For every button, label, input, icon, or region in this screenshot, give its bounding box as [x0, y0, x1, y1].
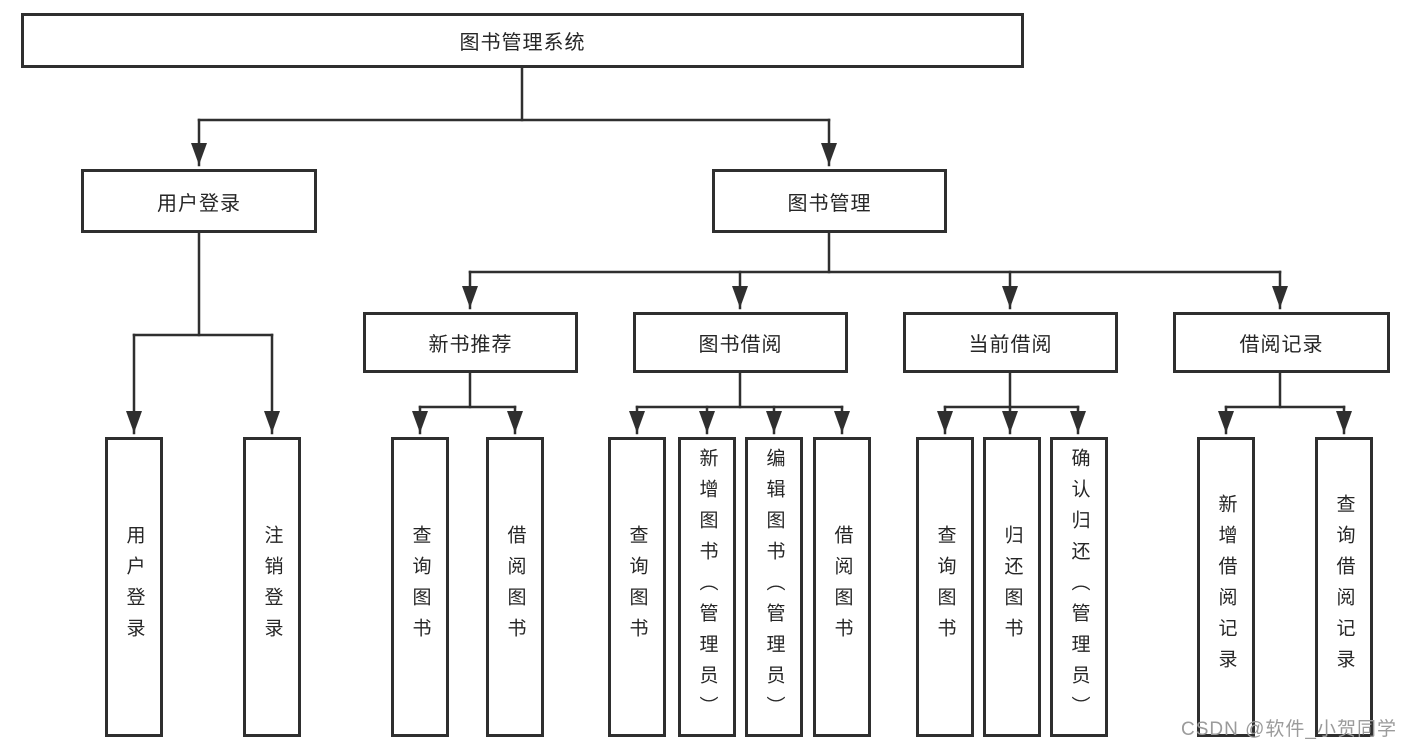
leaf-borrow-books-recommend: 借阅图书: [486, 437, 544, 737]
node-current-borrowing: 当前借阅: [903, 312, 1118, 373]
leaf-return-books-label: 归还图书: [1001, 525, 1023, 649]
leaf-confirm-return-admin-label: 确认归还（管理员）: [1068, 447, 1090, 727]
leaf-edit-books-admin: 编辑图书（管理员）: [745, 437, 803, 737]
node-new-book-recommendation: 新书推荐: [363, 312, 578, 373]
leaf-query-books-borrow: 查询图书: [608, 437, 666, 737]
leaf-borrow-books: 借阅图书: [813, 437, 871, 737]
csdn-watermark: CSDN @软件_小贺同学: [1181, 719, 1397, 740]
leaf-borrow-books-recommend-label: 借阅图书: [504, 525, 526, 649]
leaf-return-books: 归还图书: [983, 437, 1041, 737]
leaf-confirm-return-admin: 确认归还（管理员）: [1050, 437, 1108, 737]
leaf-query-books-current-label: 查询图书: [934, 525, 956, 649]
leaf-query-books-recommend-label: 查询图书: [409, 525, 431, 649]
leaf-query-books-current: 查询图书: [916, 437, 974, 737]
leaf-add-books-admin: 新增图书（管理员）: [678, 437, 736, 737]
node-book-management: 图书管理: [712, 169, 947, 233]
node-book-borrowing: 图书借阅: [633, 312, 848, 373]
node-user-login: 用户登录: [81, 169, 317, 233]
leaf-add-borrow-record-label: 新增借阅记录: [1215, 494, 1237, 680]
leaf-logout-login: 注销登录: [243, 437, 301, 737]
leaf-query-books-recommend: 查询图书: [391, 437, 449, 737]
node-borrowing-records: 借阅记录: [1173, 312, 1390, 373]
leaf-add-borrow-record: 新增借阅记录: [1197, 437, 1255, 737]
leaf-query-borrow-record-label: 查询借阅记录: [1333, 494, 1355, 680]
leaf-edit-books-admin-label: 编辑图书（管理员）: [763, 447, 785, 727]
leaf-borrow-books-label: 借阅图书: [831, 525, 853, 649]
leaf-query-books-borrow-label: 查询图书: [626, 525, 648, 649]
node-library-system: 图书管理系统: [21, 13, 1024, 68]
leaf-user-login: 用户登录: [105, 437, 163, 737]
leaf-logout-login-label: 注销登录: [261, 525, 283, 649]
leaf-add-books-admin-label: 新增图书（管理员）: [696, 447, 718, 727]
leaf-user-login-label: 用户登录: [123, 525, 145, 649]
leaf-query-borrow-record: 查询借阅记录: [1315, 437, 1373, 737]
